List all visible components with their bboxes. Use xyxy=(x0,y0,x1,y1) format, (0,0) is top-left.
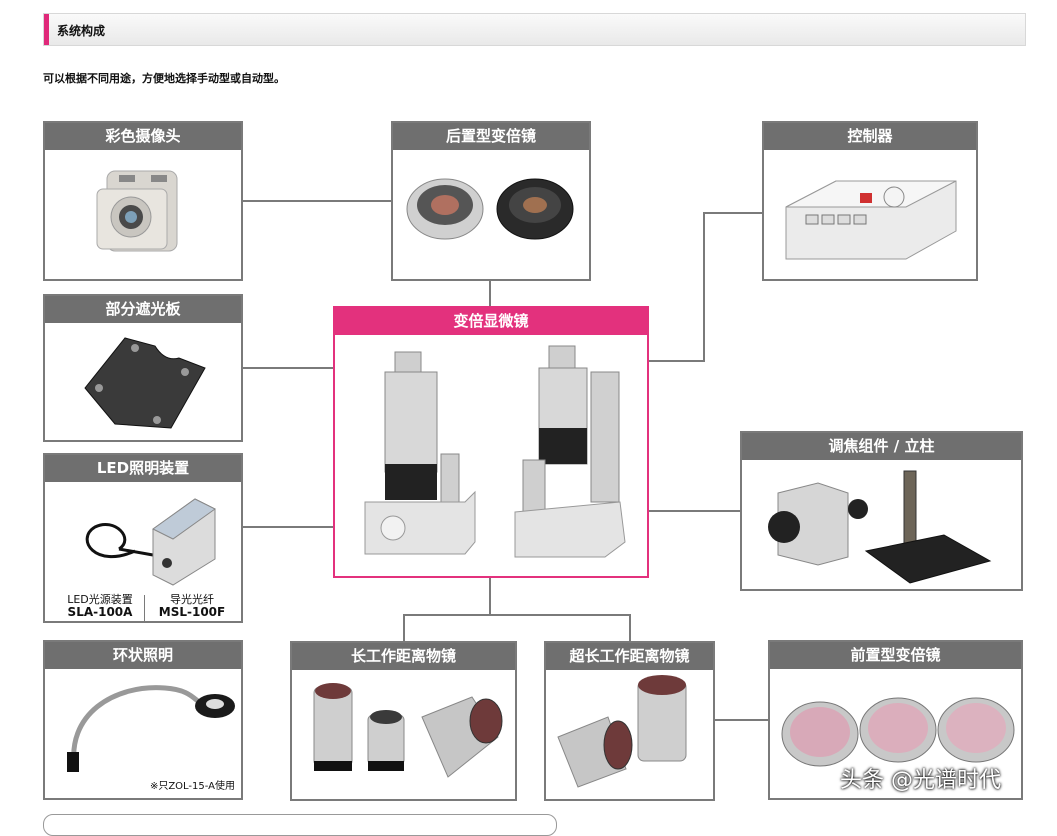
led-source-caption: LED光源装置 SLA-100A xyxy=(57,593,143,619)
connector xyxy=(242,526,335,528)
connector xyxy=(403,614,631,616)
ring-note: ※只ZOL-15-A使用 xyxy=(149,781,235,792)
fiber-label: 导光光纤 xyxy=(170,593,214,606)
connector xyxy=(703,212,705,362)
led-image xyxy=(85,498,216,586)
rear-extender-image xyxy=(406,178,574,240)
connector xyxy=(648,510,741,512)
fiber-caption: 导光光纤 MSL-100F xyxy=(149,593,235,619)
section-accent xyxy=(44,14,49,45)
connector xyxy=(489,279,491,307)
shade-image xyxy=(84,337,206,429)
rear-extender-box[interactable]: 后置型变倍镜 xyxy=(391,121,591,281)
watermark: 头条 @光谱时代 xyxy=(840,768,1001,793)
microscope-image xyxy=(364,345,626,558)
controller-box[interactable]: 控制器 xyxy=(762,121,978,281)
focus-box[interactable]: 调焦组件 / 立柱 xyxy=(740,431,1023,591)
connector xyxy=(489,577,491,615)
connector xyxy=(403,614,405,642)
focus-image xyxy=(768,470,992,584)
rear-extender-title: 后置型变倍镜 xyxy=(393,123,589,150)
connector xyxy=(242,367,335,369)
front-extender-image xyxy=(781,697,1015,767)
shade-title: 部分遮光板 xyxy=(45,296,241,323)
ultra-objective-title: 超长工作距离物镜 xyxy=(546,643,713,670)
connector xyxy=(648,360,704,362)
camera-image xyxy=(96,170,178,252)
focus-title: 调焦组件 / 立柱 xyxy=(742,433,1021,460)
connector xyxy=(703,212,763,214)
led-title: LED照明装置 xyxy=(45,455,241,482)
long-objective-title: 长工作距离物镜 xyxy=(292,643,515,670)
intro-text: 可以根据不同用途，方便地选择手动型或自动型。 xyxy=(43,72,285,85)
connector xyxy=(629,614,631,642)
microscope-box[interactable]: 变倍显微镜 xyxy=(333,306,649,578)
ring-box[interactable]: 环状照明 ※只ZOL-15-A使用 xyxy=(43,640,243,800)
long-objective-image xyxy=(313,683,503,778)
controller-title: 控制器 xyxy=(764,123,976,150)
front-extender-title: 前置型变倍镜 xyxy=(770,642,1021,669)
connector xyxy=(714,719,769,721)
led-source-model: SLA-100A xyxy=(67,605,133,619)
caption-divider xyxy=(144,595,145,621)
microscope-title: 变倍显微镜 xyxy=(335,308,647,335)
camera-box[interactable]: 彩色摄像头 xyxy=(43,121,243,281)
connector xyxy=(242,200,392,202)
shade-box[interactable]: 部分遮光板 xyxy=(43,294,243,442)
front-extender-box[interactable]: 前置型变倍镜 xyxy=(768,640,1023,800)
long-objective-box[interactable]: 长工作距离物镜 xyxy=(290,641,517,801)
led-source-label: LED光源装置 xyxy=(67,593,133,606)
ring-image xyxy=(67,685,235,772)
ultra-objective-box[interactable]: 超长工作距离物镜 xyxy=(544,641,715,801)
led-box[interactable]: LED照明装置 LED光源装置 SLA-100A 导光光纤 MSL-100F xyxy=(43,453,243,623)
ultra-objective-image xyxy=(557,675,687,788)
camera-title: 彩色摄像头 xyxy=(45,123,241,150)
section-header: 系统构成 xyxy=(43,13,1026,46)
next-section-edge xyxy=(43,814,557,836)
section-title: 系统构成 xyxy=(57,24,106,38)
ring-title: 环状照明 xyxy=(45,642,241,669)
controller-image xyxy=(785,180,957,260)
fiber-model: MSL-100F xyxy=(158,605,226,619)
